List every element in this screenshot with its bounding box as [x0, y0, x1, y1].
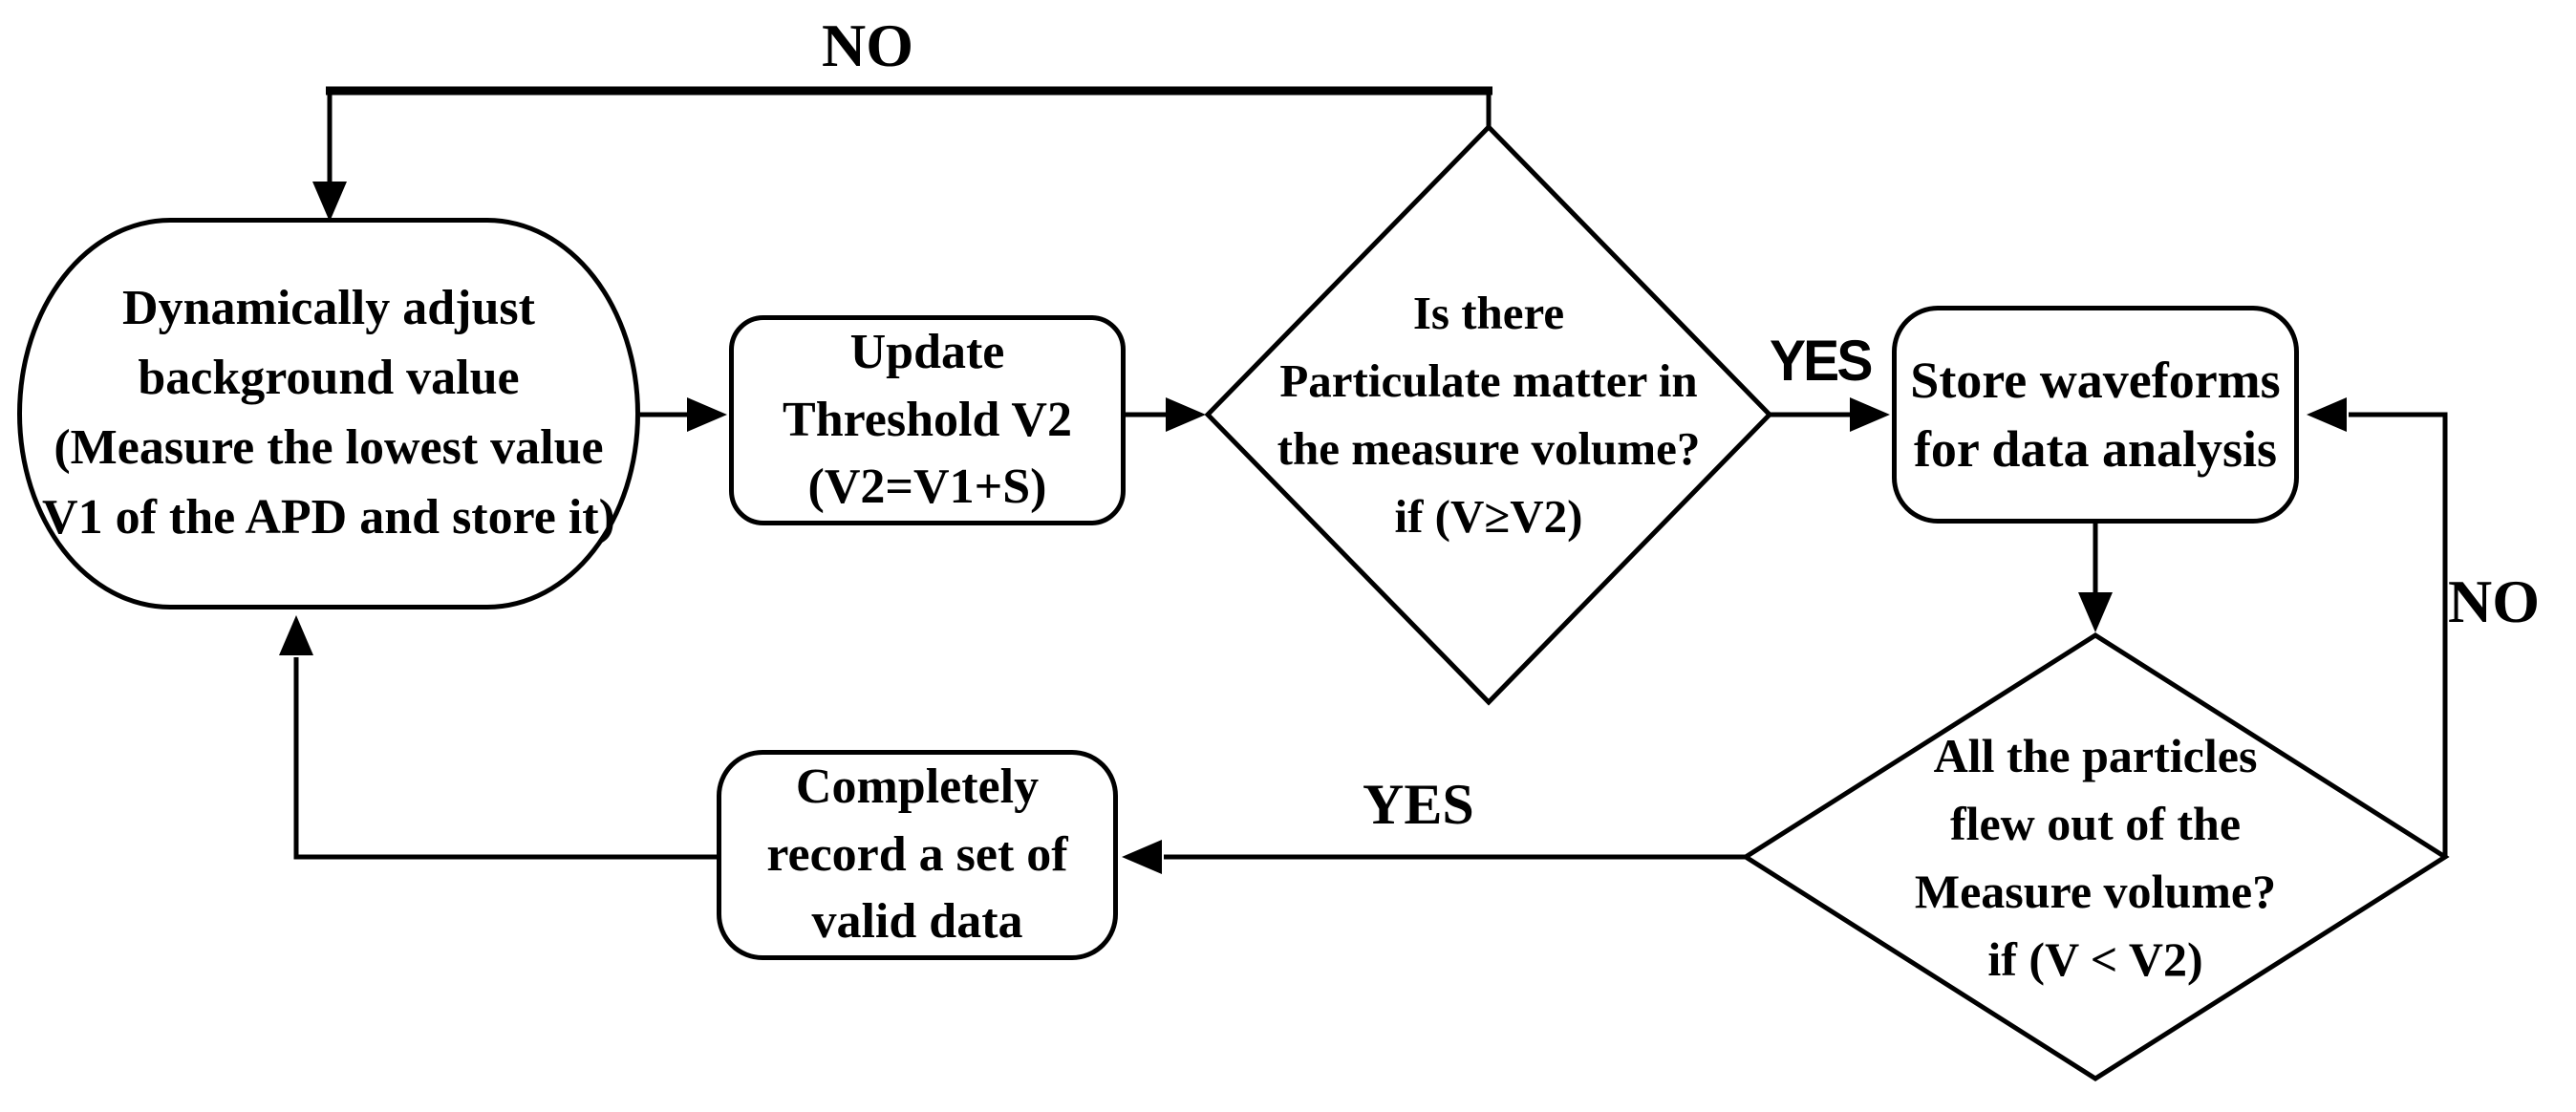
node-update-threshold-label: Update Threshold V2 (V2=V1+S) [783, 324, 1072, 515]
edge-record-to-adjust [293, 657, 717, 860]
edge-label-no-particles: NO [2448, 567, 2540, 635]
arrowhead-into-adjust-top [312, 182, 347, 222]
arrowhead-into-record [1122, 840, 1162, 874]
node-store-waveforms: Store waveforms for data analysis [1892, 306, 2299, 524]
node-update-threshold: Update Threshold V2 (V2=V1+S) [729, 315, 1126, 525]
node-adjust-background: Dynamically adjust background value (Mea… [17, 218, 640, 609]
node-adjust-background-label: Dynamically adjust background value (Mea… [42, 281, 615, 545]
node-particulate-check-label: Is there Particulate matter in the measu… [1277, 286, 1701, 544]
edge-label-no-top: NO [822, 11, 913, 79]
node-store-waveforms-label: Store waveforms for data analysis [1910, 351, 2281, 478]
arrowhead-into-store-right [2307, 397, 2347, 432]
arrowhead-into-store-left [1850, 397, 1890, 432]
arrowhead-into-check2 [2078, 592, 2113, 632]
arrowhead-into-adjust-bottom [279, 615, 313, 655]
node-record-valid-data-label: Completely record a set of valid data [766, 759, 1068, 950]
edge-no2-loop [2349, 412, 2448, 857]
arrowhead-into-check1 [1166, 397, 1206, 432]
edge-label-yes-particles: YES [1363, 773, 1474, 836]
node-particulate-check: Is there Particulate matter in the measu… [1226, 269, 1751, 560]
edge-label-yes-particulate: YES [1770, 329, 1873, 393]
node-particles-out-check-label: All the particles flew out of the Measur… [1914, 729, 2277, 986]
arrowhead-into-update [687, 397, 727, 432]
decision-diamond-particulate [1204, 123, 1773, 706]
node-particles-out-check: All the particles flew out of the Measur… [1861, 718, 2329, 997]
node-record-valid-data: Completely record a set of valid data [717, 750, 1118, 960]
decision-diamond-particles-out [1741, 632, 2450, 1081]
